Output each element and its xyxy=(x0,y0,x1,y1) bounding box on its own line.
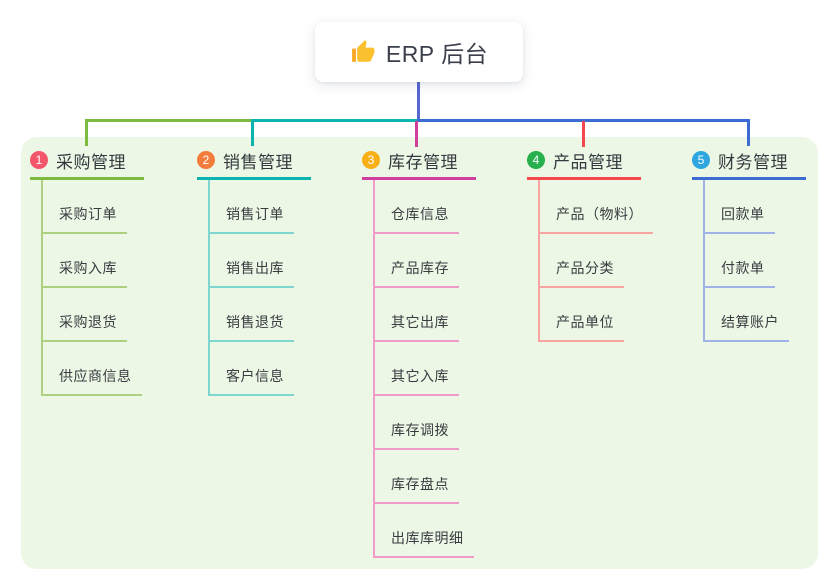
branch-children: 产品（物料） 产品分类产品单位 xyxy=(538,180,692,342)
branch-spine-line xyxy=(373,180,375,558)
child-label: 库存盘点 xyxy=(391,476,449,492)
branch-sales: 2 销售管理 销售订单销售出库销售退货客户信息 xyxy=(197,148,362,396)
child-node[interactable]: 产品单位 xyxy=(538,288,624,342)
branch-label: 库存管理 xyxy=(388,152,458,172)
branch-spine-line xyxy=(703,180,705,342)
child-node[interactable]: 付款单 xyxy=(703,234,775,288)
branch-header[interactable]: 1 采购管理 xyxy=(30,148,144,180)
branch-number-badge: 4 xyxy=(527,151,545,169)
branch-product: 4 产品管理 产品（物料） 产品分类产品单位 xyxy=(527,148,692,342)
child-node[interactable]: 销售退货 xyxy=(208,288,294,342)
branch-number-badge: 3 xyxy=(362,151,380,169)
branch-children: 回款单付款单结算账户 xyxy=(703,180,839,342)
branch-children: 仓库信息产品库存其它出库其它入库库存调拨库存盘点出库库明细 xyxy=(373,180,527,558)
trunk-segment-purchase xyxy=(85,119,255,122)
child-label: 结算账户 xyxy=(721,314,779,330)
child-node[interactable]: 产品库存 xyxy=(373,234,459,288)
child-label: 销售订单 xyxy=(226,206,284,222)
child-node[interactable]: 库存盘点 xyxy=(373,450,459,504)
child-label: 产品单位 xyxy=(556,314,614,330)
child-node[interactable]: 其它出库 xyxy=(373,288,459,342)
child-node[interactable]: 供应商信息 xyxy=(41,342,142,396)
drop-line-inventory xyxy=(415,121,418,147)
branch-header[interactable]: 3 库存管理 xyxy=(362,148,476,180)
child-node[interactable]: 产品分类 xyxy=(538,234,624,288)
child-node[interactable]: 采购入库 xyxy=(41,234,127,288)
branch-purchase: 1 采购管理 采购订单采购入库采购退货供应商信息 xyxy=(30,148,195,396)
branch-spine-line xyxy=(538,180,540,342)
child-label: 销售退货 xyxy=(226,314,284,330)
child-node[interactable]: 库存调拨 xyxy=(373,396,459,450)
trunk-segment-sales xyxy=(252,119,419,122)
child-label: 产品库存 xyxy=(391,260,449,276)
child-label: 供应商信息 xyxy=(59,368,132,384)
branch-inventory: 3 库存管理 仓库信息产品库存其它出库其它入库库存调拨库存盘点出库库明细 xyxy=(362,148,527,558)
child-node[interactable]: 销售出库 xyxy=(208,234,294,288)
child-label: 出库库明细 xyxy=(391,530,464,546)
branch-label: 财务管理 xyxy=(718,152,788,172)
branch-label: 采购管理 xyxy=(56,152,126,172)
branch-spine-line xyxy=(41,180,43,396)
branches-panel xyxy=(21,137,818,569)
child-node[interactable]: 产品（物料） xyxy=(538,180,653,234)
child-node[interactable]: 仓库信息 xyxy=(373,180,459,234)
branch-number-badge: 2 xyxy=(197,151,215,169)
child-label: 付款单 xyxy=(721,260,765,276)
child-label: 仓库信息 xyxy=(391,206,449,222)
child-label: 回款单 xyxy=(721,206,765,222)
drop-line-product xyxy=(582,121,585,147)
branch-header[interactable]: 5 财务管理 xyxy=(692,148,806,180)
child-label: 其它入库 xyxy=(391,368,449,384)
branch-number-badge: 1 xyxy=(30,151,48,169)
branch-label: 销售管理 xyxy=(223,152,293,172)
branch-spine-line xyxy=(208,180,210,396)
branch-children: 销售订单销售出库销售退货客户信息 xyxy=(208,180,362,396)
drop-line-purchase xyxy=(85,119,88,146)
child-label: 其它出库 xyxy=(391,314,449,330)
child-label: 库存调拨 xyxy=(391,422,449,438)
drop-line-sales xyxy=(251,119,254,146)
root-connector-line xyxy=(417,82,420,122)
child-node[interactable]: 出库库明细 xyxy=(373,504,474,558)
branch-header[interactable]: 2 销售管理 xyxy=(197,148,311,180)
child-node[interactable]: 回款单 xyxy=(703,180,775,234)
child-node[interactable]: 采购订单 xyxy=(41,180,127,234)
drop-line-finance xyxy=(747,119,750,146)
child-label: 采购入库 xyxy=(59,260,117,276)
child-label: 采购退货 xyxy=(59,314,117,330)
branch-header[interactable]: 4 产品管理 xyxy=(527,148,641,180)
branch-finance: 5 财务管理 回款单付款单结算账户 xyxy=(692,148,839,342)
branch-number-badge: 5 xyxy=(692,151,710,169)
child-label: 产品分类 xyxy=(556,260,614,276)
branch-label: 产品管理 xyxy=(553,152,623,172)
child-label: 产品（物料） xyxy=(556,206,643,222)
child-label: 客户信息 xyxy=(226,368,284,384)
child-label: 销售出库 xyxy=(226,260,284,276)
root-label: ERP 后台 xyxy=(385,41,489,67)
child-node[interactable]: 其它入库 xyxy=(373,342,459,396)
child-node[interactable]: 客户信息 xyxy=(208,342,294,396)
child-node[interactable]: 采购退货 xyxy=(41,288,127,342)
branch-children: 采购订单采购入库采购退货供应商信息 xyxy=(41,180,195,396)
trunk-segment-finance xyxy=(417,119,750,122)
child-label: 采购订单 xyxy=(59,206,117,222)
thumbs-up-icon xyxy=(352,40,375,62)
child-node[interactable]: 销售订单 xyxy=(208,180,294,234)
root-node[interactable]: ERP 后台 xyxy=(315,22,523,82)
child-node[interactable]: 结算账户 xyxy=(703,288,789,342)
